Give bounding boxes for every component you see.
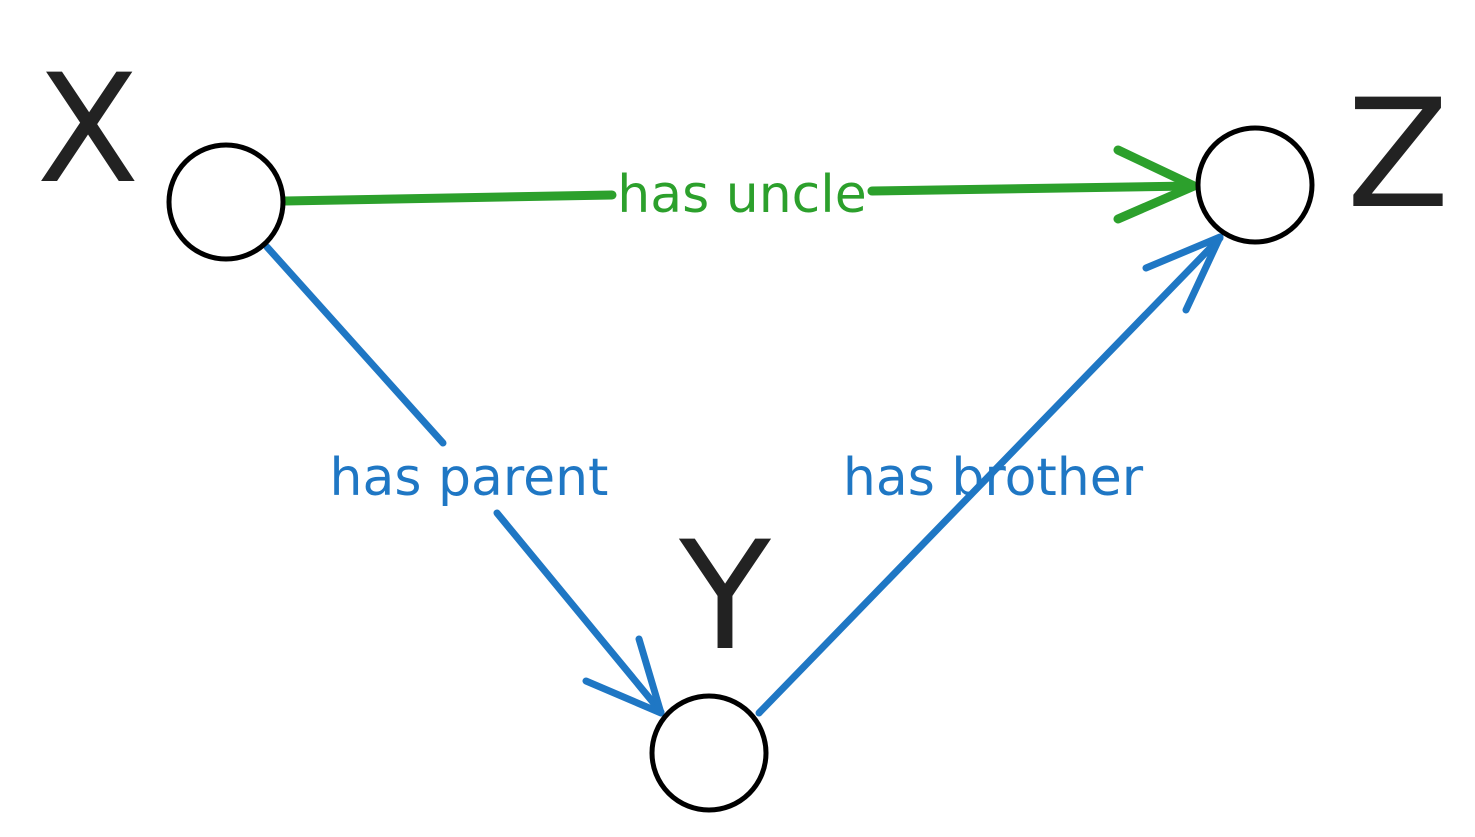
edge-label-has-brother: has brother (843, 448, 1144, 508)
edge-line-has-parent-upper (263, 243, 447, 447)
node-label-x: X (37, 43, 140, 217)
edge-x-has-parent-y[interactable]: has parent (263, 243, 665, 717)
arrow-head-has-parent (582, 635, 665, 717)
node-z[interactable]: Z (1195, 68, 1450, 245)
node-circle-z[interactable] (1195, 125, 1315, 245)
node-y[interactable]: Y (649, 510, 771, 813)
arrow-head-has-brother (1142, 233, 1224, 314)
node-circle-x[interactable] (166, 142, 286, 262)
node-x[interactable]: X (37, 43, 286, 262)
edge-line-has-parent-lower (493, 509, 665, 716)
node-circle-y[interactable] (649, 693, 769, 813)
edge-line-has-brother (755, 234, 1224, 717)
edge-label-has-parent: has parent (330, 448, 609, 508)
node-label-y: Y (678, 510, 771, 684)
edge-line-has-uncle-left (280, 190, 617, 206)
arrow-head-has-uncle (1113, 145, 1199, 224)
edge-line-has-uncle-right (867, 181, 1197, 196)
edge-label-has-uncle: has uncle (617, 165, 866, 225)
edge-y-has-brother-z[interactable]: has brother (755, 233, 1224, 717)
edge-x-has-uncle-z[interactable]: has uncle (280, 145, 1199, 225)
node-label-z: Z (1347, 68, 1450, 242)
